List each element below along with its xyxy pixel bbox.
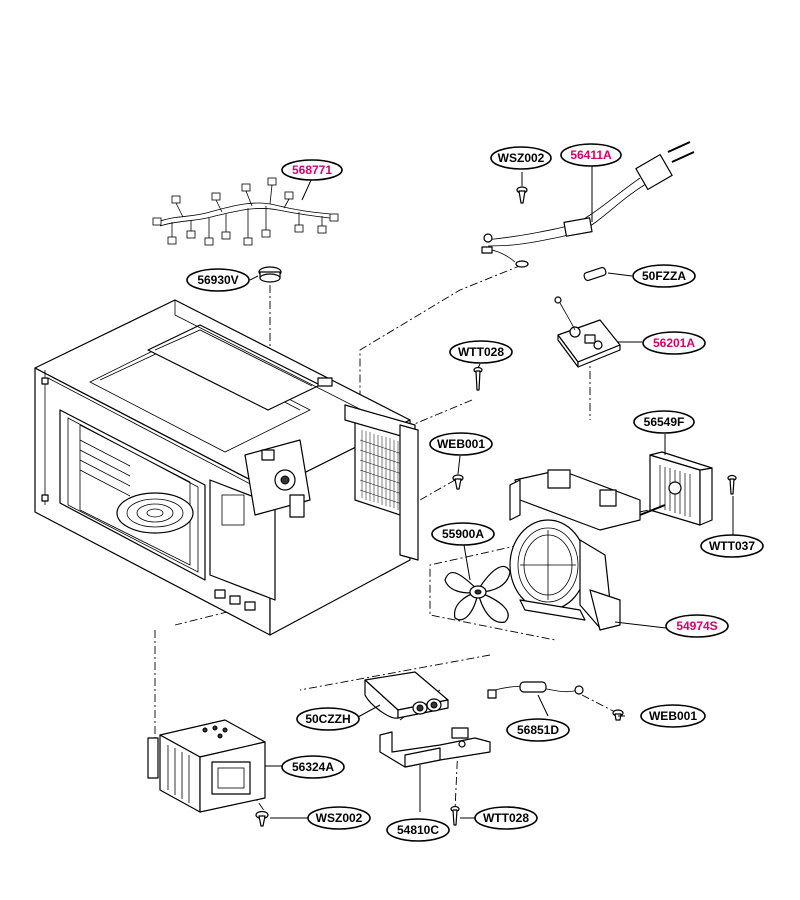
- svg-text:56549F: 56549F: [644, 415, 685, 429]
- label-55900a: 55900A: [431, 522, 495, 546]
- svg-text:WSZ002: WSZ002: [498, 151, 545, 165]
- svg-text:56324A: 56324A: [292, 760, 334, 774]
- fan-blade-part: [444, 566, 511, 623]
- power-cord-part: [481, 141, 695, 268]
- screw-web001-low: [612, 709, 624, 721]
- svg-text:WTT028: WTT028: [483, 811, 529, 825]
- label-56411a: 56411A: [560, 143, 622, 167]
- label-568771: 568771: [281, 159, 343, 181]
- screw-top-part: [516, 186, 528, 204]
- capacitor-part: [364, 671, 449, 719]
- label-56201a: 56201A: [642, 331, 706, 355]
- fan-duct-bracket-part: [509, 469, 641, 631]
- svg-text:50CZZH: 50CZZH: [305, 712, 350, 726]
- wire-harness-part: [152, 177, 339, 246]
- screw-wtt028-top: [473, 366, 483, 391]
- svg-text:WSZ002: WSZ002: [316, 811, 363, 825]
- svg-text:56930V: 56930V: [197, 273, 238, 287]
- svg-text:WTT028: WTT028: [458, 345, 504, 359]
- svg-text:WTT037: WTT037: [709, 539, 755, 553]
- fuse-part: [583, 266, 607, 282]
- screw-web001-mid: [452, 474, 464, 490]
- label-web001-low: WEB001: [640, 704, 706, 728]
- label-wtt028-low: WTT028: [474, 806, 538, 830]
- svg-text:50FZZA: 50FZZA: [642, 269, 686, 283]
- screw-wsz002-low: [255, 810, 269, 827]
- label-web001-mid: WEB001: [429, 432, 493, 456]
- oven-cavity-chassis: [34, 299, 419, 636]
- label-50czzh: 50CZZH: [296, 707, 360, 731]
- screw-wtt037: [727, 474, 737, 495]
- svg-text:568771: 568771: [292, 163, 332, 177]
- svg-text:55900A: 55900A: [442, 527, 484, 541]
- label-wsz002-low: WSZ002: [307, 806, 371, 830]
- capacitor-bracket-part: [379, 727, 491, 768]
- label-wtt037: WTT037: [700, 534, 764, 558]
- label-50fzza: 50FZZA: [632, 264, 696, 288]
- diode-part: [487, 681, 584, 699]
- svg-text:54974S: 54974S: [676, 619, 717, 633]
- svg-text:54810C: 54810C: [397, 823, 439, 837]
- svg-text:56411A: 56411A: [570, 148, 612, 162]
- label-56930v: 56930V: [186, 268, 250, 292]
- noise-filter-board-part: [554, 296, 621, 368]
- label-56851d: 56851D: [506, 718, 570, 742]
- svg-text:WEB001: WEB001: [649, 709, 697, 723]
- svg-text:56201A: 56201A: [653, 336, 695, 350]
- svg-text:WEB001: WEB001: [437, 437, 485, 451]
- label-54810c: 54810C: [386, 818, 450, 842]
- screw-wtt028-low: [450, 805, 460, 826]
- fan-motor-part: [639, 451, 713, 526]
- label-54974s: 54974S: [665, 614, 729, 638]
- svg-text:56851D: 56851D: [517, 723, 559, 737]
- label-56549f: 56549F: [633, 410, 695, 434]
- label-56324a: 56324A: [281, 755, 345, 779]
- thermostat-part: [258, 266, 282, 283]
- label-wsz002-top: WSZ002: [490, 146, 552, 170]
- label-wtt028-top: WTT028: [449, 340, 513, 364]
- magnetron-part: [147, 719, 266, 813]
